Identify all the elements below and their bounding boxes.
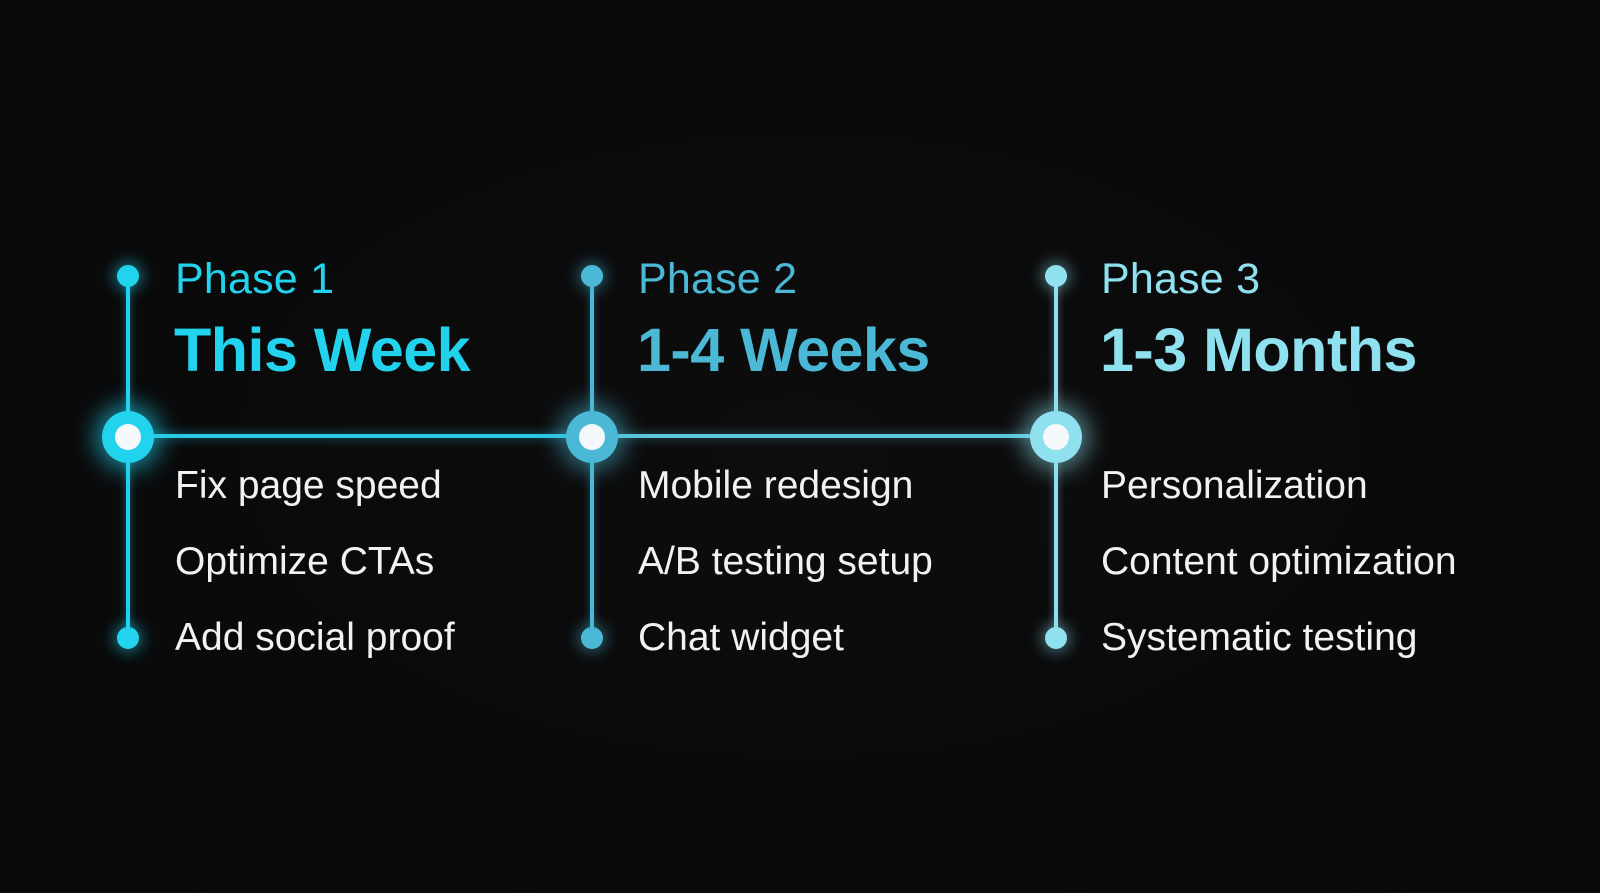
- phase-1-label: Phase 1: [175, 255, 335, 303]
- connector-phase2-phase3: [592, 434, 1056, 438]
- phase-3-milestone-node-icon[interactable]: [1030, 411, 1082, 463]
- phase-2-task: A/B testing setup: [638, 540, 933, 583]
- phase-1-title: This Week: [174, 316, 471, 384]
- phase-3-task: Content optimization: [1101, 540, 1457, 583]
- phase-2-node-center: [579, 424, 605, 450]
- phase-column-2: Phase 2 1-4 Weeks Mobile redesign A/B te…: [0, 0, 933, 893]
- phase-3-node-center: [1043, 424, 1069, 450]
- phase-column-1: Phase 1 This Week Fix page speed Optimiz…: [0, 0, 471, 893]
- phase-3-title: 1-3 Months: [1100, 316, 1417, 384]
- phase-3-label: Phase 3: [1101, 255, 1261, 303]
- phase-3-task: Personalization: [1101, 464, 1368, 507]
- phase-column-3: Phase 3 1-3 Months Personalization Conte…: [0, 0, 1457, 893]
- phase-2-bottom-dot-icon: [581, 627, 603, 649]
- connector-phase1-phase2: [128, 434, 592, 438]
- phase-1-bottom-dot-icon: [117, 627, 139, 649]
- phase-1-top-dot-icon: [117, 265, 139, 287]
- phase-2-task: Mobile redesign: [638, 464, 914, 507]
- phase-2-task: Chat widget: [638, 616, 844, 659]
- phase-1-milestone-node-icon[interactable]: [102, 411, 154, 463]
- phase-3-task: Systematic testing: [1101, 616, 1418, 659]
- phase-2-top-dot-icon: [581, 265, 603, 287]
- phase-3-top-dot-icon: [1045, 265, 1067, 287]
- phase-1-task: Optimize CTAs: [175, 540, 435, 583]
- phase-1-node-center: [115, 424, 141, 450]
- phase-2-label: Phase 2: [638, 255, 798, 303]
- phase-3-bottom-dot-icon: [1045, 627, 1067, 649]
- phase-2-title: 1-4 Weeks: [637, 316, 930, 384]
- phase-1-task: Fix page speed: [175, 464, 442, 507]
- phase-1-task: Add social proof: [175, 616, 455, 659]
- phase-2-milestone-node-icon[interactable]: [566, 411, 618, 463]
